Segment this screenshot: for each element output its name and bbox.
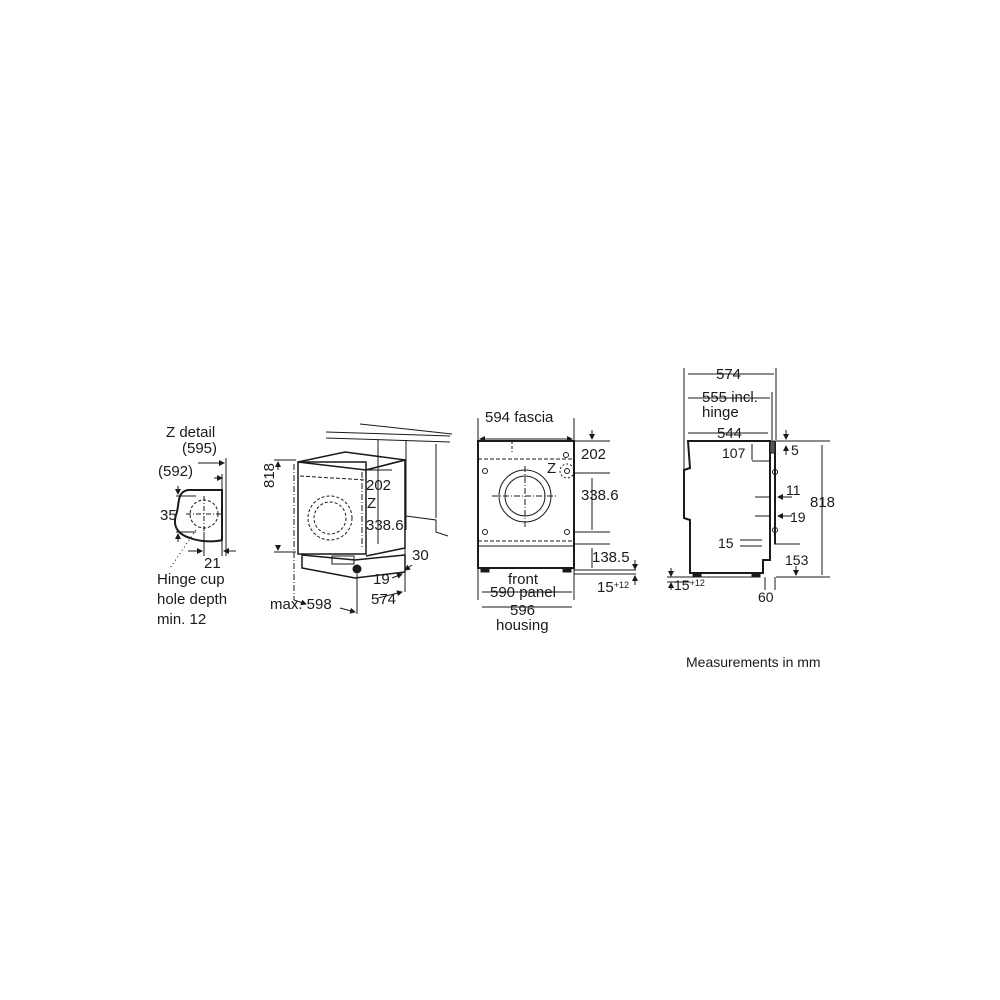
side-depth-574: 574: [716, 366, 742, 383]
perspective-width-max: max. 598: [270, 596, 332, 613]
side-depth-555: 555 incl.: [702, 389, 758, 406]
hinge-cup-line2: hole depth: [157, 591, 228, 608]
front-z-label: Z: [547, 460, 557, 477]
side-foot-height: 15+12: [674, 578, 705, 593]
z-dim-595: (595): [182, 440, 218, 457]
z-dim-592: (592): [158, 463, 194, 480]
side-dim-5: 5: [791, 442, 799, 458]
side-depth-544: 544: [717, 425, 743, 442]
front-dim-138: 138.5: [592, 549, 630, 566]
perspective-dim-338: 338.6: [366, 517, 404, 534]
front-housing-label: housing: [496, 617, 549, 634]
perspective-dim-30: 30: [412, 547, 429, 564]
perspective-drawing: [274, 423, 453, 614]
front-label: front: [508, 571, 539, 588]
front-foot-tolerance: +12: [613, 580, 629, 590]
side-dim-60: 60: [758, 589, 774, 605]
front-foot-height: 15+12: [597, 580, 629, 595]
side-dim-15: 15: [718, 535, 734, 551]
front-housing-num: 596: [510, 602, 536, 619]
front-dim-338: 338.6: [581, 487, 619, 504]
side-dim-153: 153: [785, 552, 809, 568]
perspective-dim-202: 202: [366, 477, 392, 494]
hinge-cup-line1: Hinge cup: [157, 571, 225, 588]
side-height-818: 818: [810, 494, 836, 511]
z-dim-21: 21: [204, 555, 221, 572]
z-detail-title: Z detail: [166, 424, 216, 441]
front-dim-202: 202: [581, 446, 607, 463]
z-dim-35: 35: [160, 507, 177, 524]
side-dim-11: 11: [786, 482, 801, 498]
side-foot-value: 15: [674, 577, 690, 593]
side-dim-107: 107: [722, 445, 746, 461]
units-note: Measurements in mm: [686, 654, 821, 670]
side-dim-19: 19: [790, 509, 806, 525]
perspective-depth-574: 574: [371, 591, 397, 608]
perspective-dim-19: 19: [373, 571, 390, 588]
perspective-height-818: 818: [261, 462, 278, 488]
z-detail-drawing: [169, 458, 236, 569]
side-view-drawing: [667, 368, 830, 590]
hinge-cup-line3: min. 12: [157, 611, 207, 628]
side-hinge-word: hinge: [702, 404, 739, 421]
side-foot-tolerance: +12: [689, 578, 705, 588]
front-view-drawing: [477, 418, 638, 608]
perspective-z-label: Z: [367, 495, 377, 512]
front-fascia: 594 fascia: [485, 409, 554, 426]
front-panel: 590 panel: [490, 584, 556, 601]
front-foot-value: 15: [597, 579, 614, 596]
